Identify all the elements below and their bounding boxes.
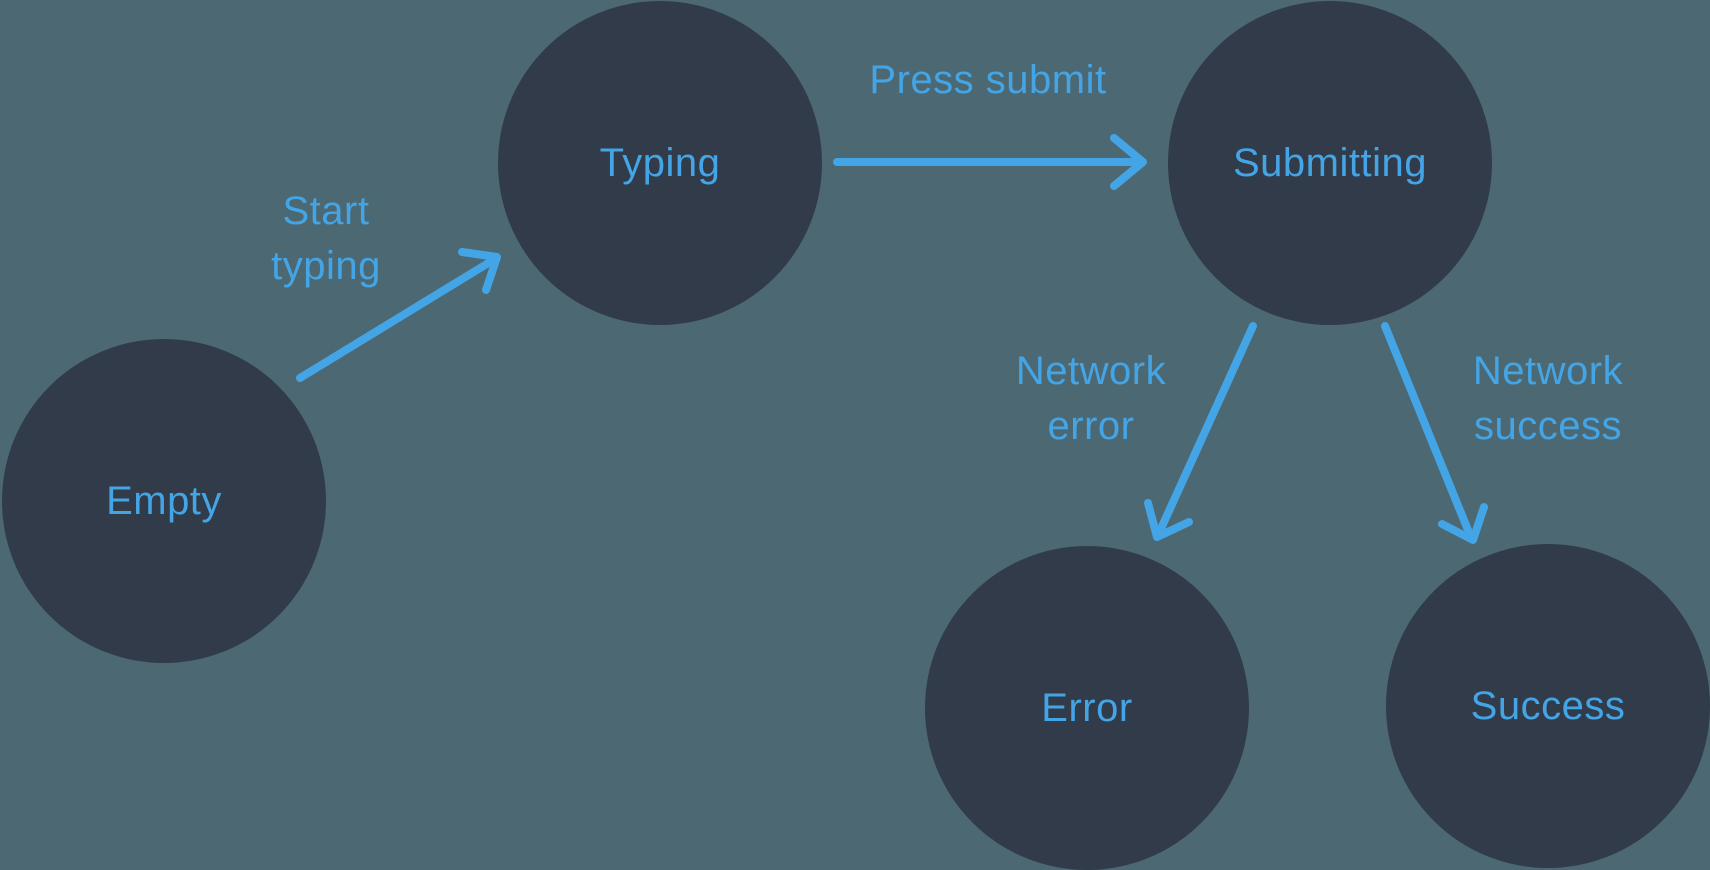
- state-label-typing: Typing: [599, 140, 721, 185]
- transition-label-line: typing: [271, 244, 381, 288]
- transition-arrow-start-typing: [296, 248, 501, 382]
- transition-arrow-press-submit: [833, 134, 1147, 190]
- state-node-error: Error: [925, 546, 1249, 870]
- transition-arrow-network-success: [1381, 322, 1488, 544]
- transition-label-line: Network: [1472, 349, 1624, 393]
- state-label-submitting: Submitting: [1233, 140, 1427, 185]
- arrow-shaft: [1381, 322, 1474, 539]
- transition-label-network-error: Network error: [1016, 344, 1166, 454]
- arrowhead-icon: [1144, 499, 1193, 541]
- state-node-submitting: Submitting: [1168, 1, 1492, 325]
- transition-arrow-network-error: [1144, 322, 1257, 541]
- state-label-success: Success: [1470, 683, 1626, 728]
- transition-label-line: error: [1047, 404, 1135, 448]
- state-node-typing: Typing: [498, 1, 822, 325]
- arrow-shaft: [1155, 322, 1257, 537]
- state-label-empty: Empty: [106, 478, 222, 523]
- arrow-shaft: [296, 258, 494, 382]
- arrowhead-icon: [458, 248, 501, 294]
- transition-label-line: Press submit: [869, 58, 1107, 102]
- state-node-empty: Empty: [2, 339, 326, 663]
- arrowhead-icon: [1110, 134, 1147, 190]
- arrowhead-icon: [1438, 503, 1488, 544]
- transition-label-line: Start: [282, 189, 370, 233]
- state-node-success: Success: [1386, 544, 1710, 868]
- state-label-error: Error: [1041, 685, 1133, 730]
- transition-label-line: Network: [1015, 349, 1167, 393]
- transition-label-press-submit: Press submit: [869, 58, 1106, 102]
- transition-label-line: success: [1473, 404, 1622, 448]
- transition-label-start-typing: Start typing: [271, 184, 381, 294]
- transition-label-network-success: Network success: [1473, 344, 1623, 454]
